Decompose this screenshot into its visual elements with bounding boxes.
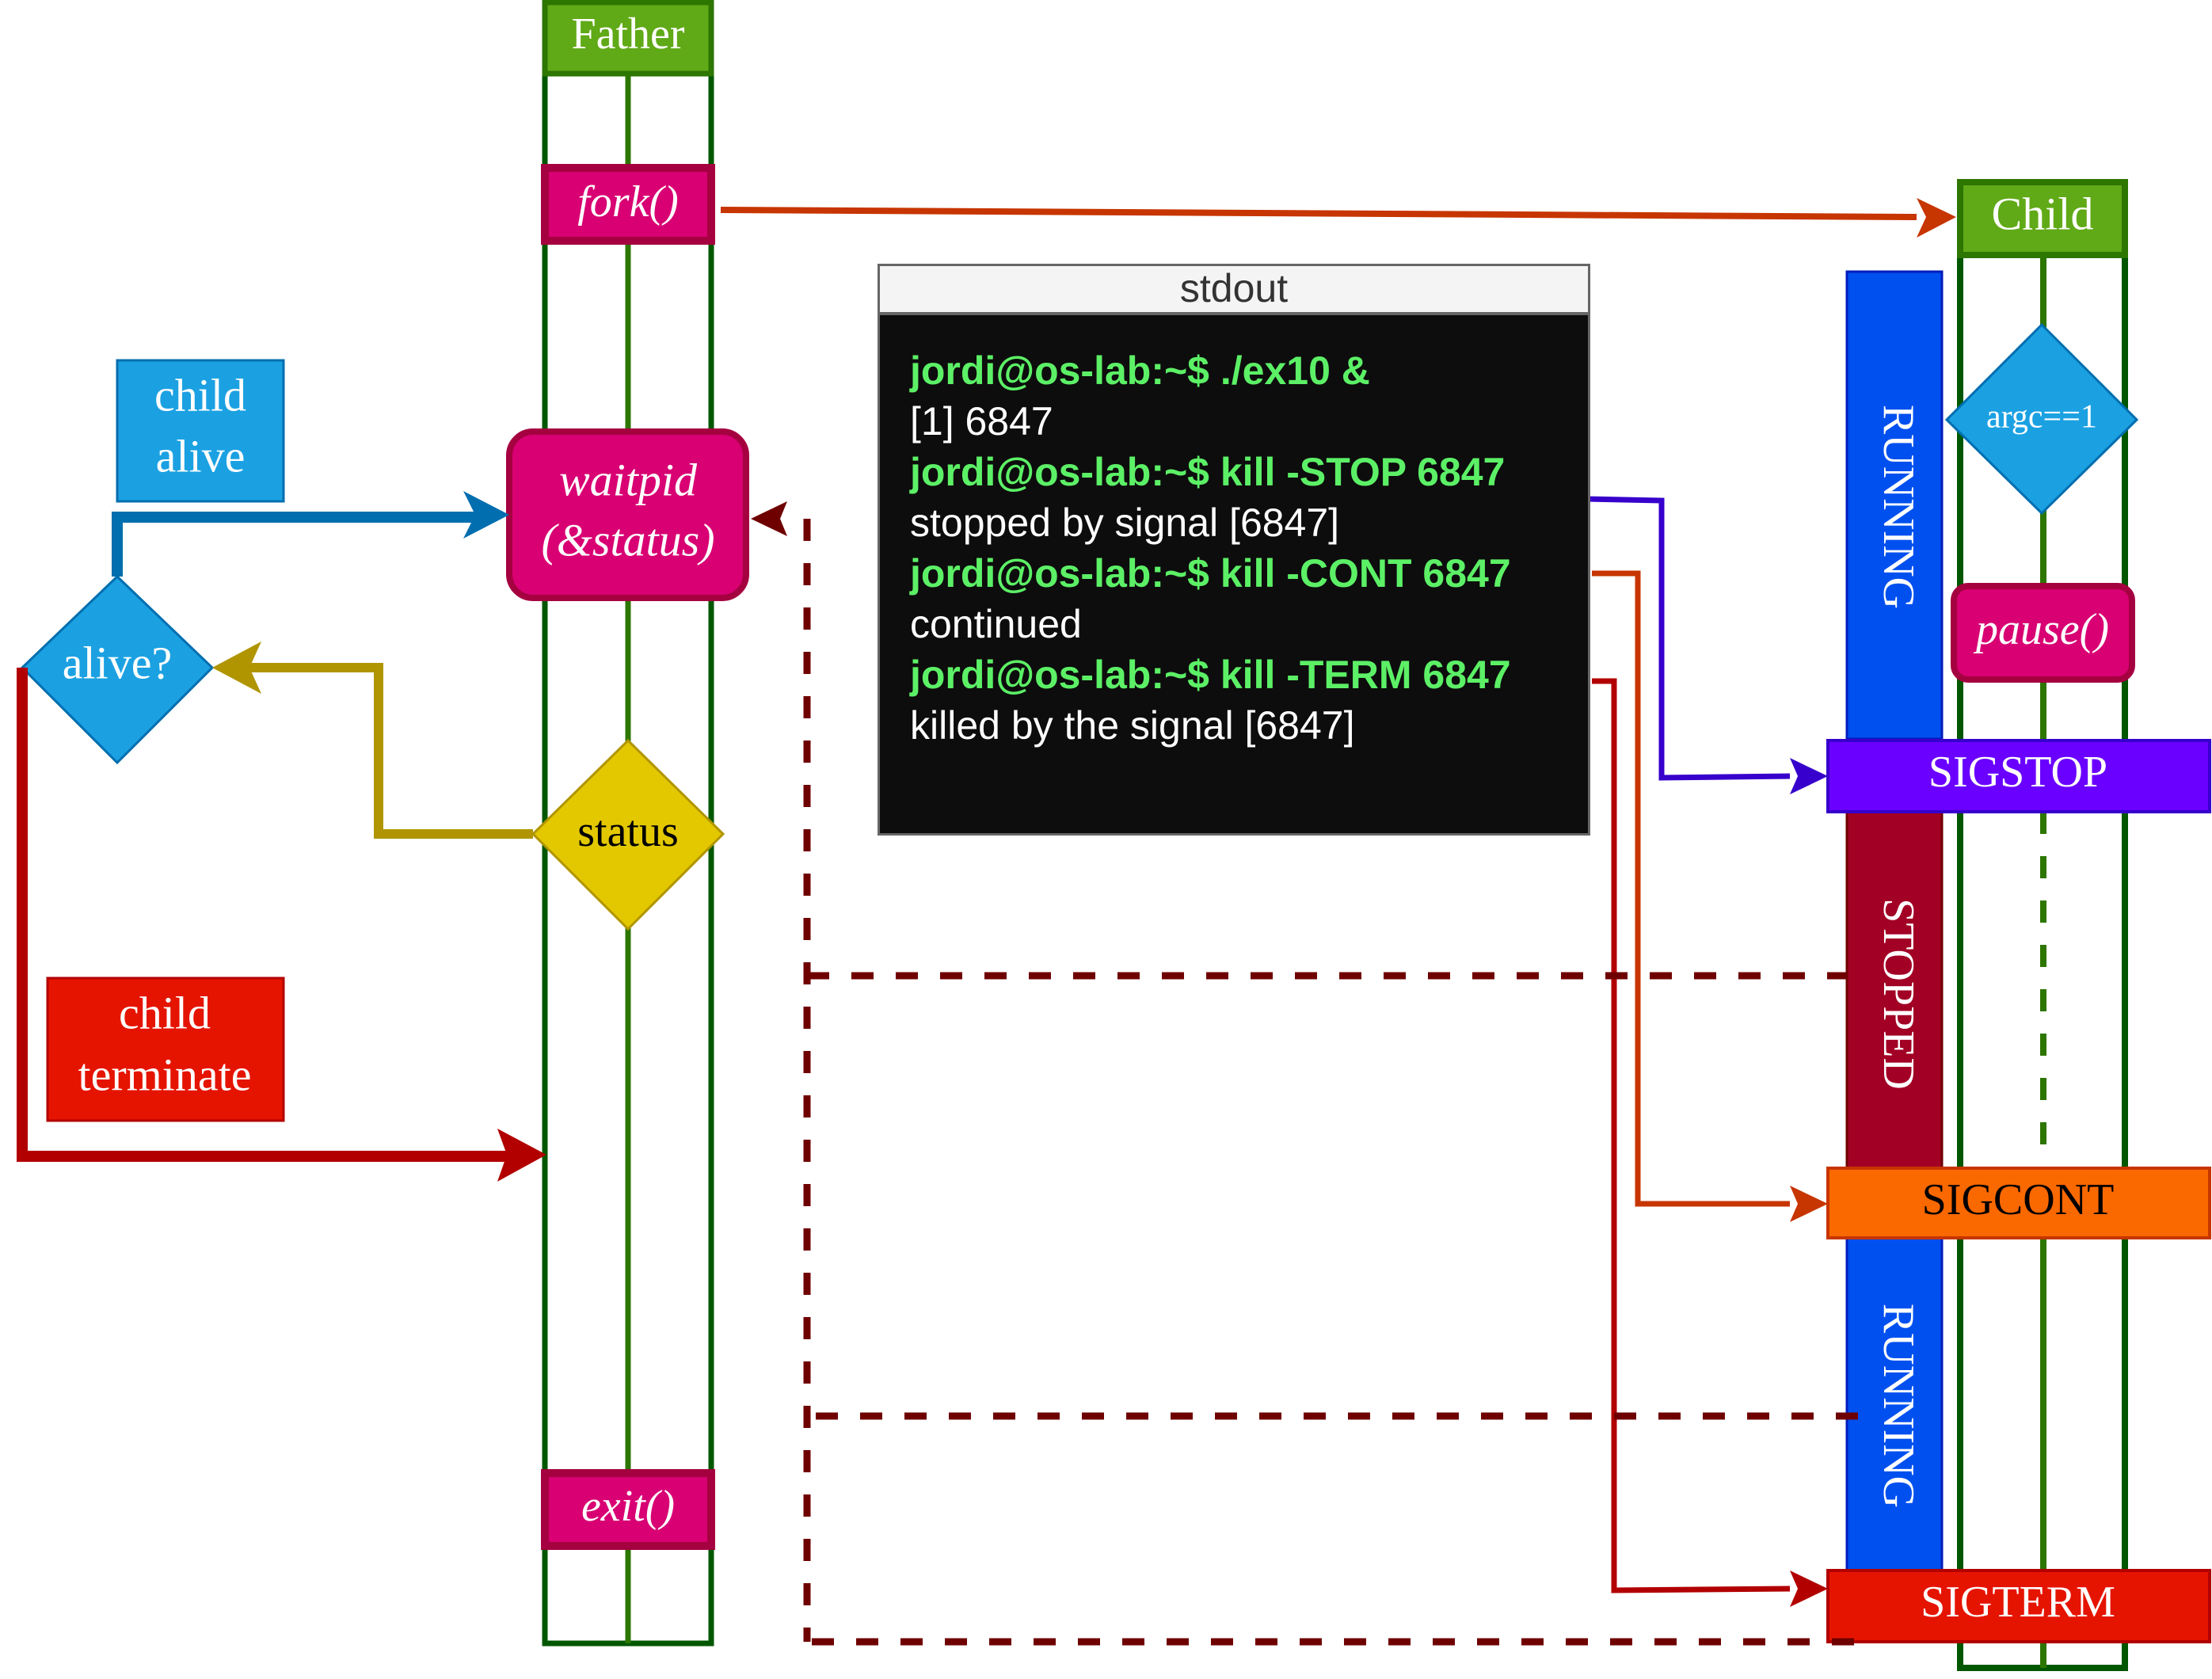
child-title: Child <box>1992 188 2094 239</box>
waitpid-call[interactable]: waitpid (&status) <box>506 428 749 601</box>
pause-call[interactable]: pause() <box>1951 583 2135 683</box>
child-alive-line1: child <box>154 369 246 421</box>
fork-label: fork() <box>577 177 679 227</box>
terminal-command-line: jordi@os-lab:~$ kill -STOP 6847 <box>910 450 1506 494</box>
child-terminate-line1: child <box>119 987 211 1038</box>
alive-decision[interactable]: alive? <box>20 574 215 765</box>
exit-label: exit() <box>581 1482 675 1531</box>
terminal-command-line: jordi@os-lab:~$ ./ex10 & <box>910 348 1370 393</box>
terminal-output-line: stopped by signal [6847] <box>910 501 1340 545</box>
waitpid-label-line1: waitpid <box>559 454 698 505</box>
father-title: Father <box>571 10 684 59</box>
signal-sigcont[interactable]: SIGCONT <box>1826 1167 2211 1239</box>
alive-label: alive? <box>63 637 172 688</box>
stdout-body: jordi@os-lab:~$ ./ex10 & [1] 6847 jordi@os… <box>880 315 1588 751</box>
father-header: Father <box>542 0 714 77</box>
status-decision[interactable]: status <box>531 738 725 931</box>
fork-to-child-arrow <box>720 198 1956 238</box>
terminal-command-line: jordi@os-lab:~$ kill -CONT 6847 <box>910 551 1511 596</box>
stop-command-arrow <box>1586 496 1828 794</box>
fork-call[interactable]: fork() <box>541 164 715 245</box>
terminal-output-line: killed by the signal [6847] <box>910 703 1355 748</box>
state-running-2-label: RUNNING <box>1874 1304 1923 1508</box>
sigcont-label: SIGCONT <box>1922 1175 2115 1224</box>
cont-command-arrow <box>1592 570 1828 1222</box>
status-to-alive-arrow <box>212 642 533 839</box>
status-label: status <box>577 807 679 856</box>
waitpid-label-line2: (&status) <box>541 514 714 565</box>
terminal-output-line: continued <box>910 602 1082 646</box>
alive-to-father-terminate-arrow <box>17 668 546 1182</box>
state-stopped-label: STOPPED <box>1874 898 1923 1090</box>
state-running-1: RUNNING <box>1845 270 1944 741</box>
child-terminate-line2: terminate <box>78 1049 251 1100</box>
state-stopped: STOPPED <box>1845 810 1944 1174</box>
alive-to-waitpid-arrow <box>112 491 509 577</box>
signal-sigstop[interactable]: SIGSTOP <box>1826 739 2211 813</box>
state-change-notification-lines <box>751 501 1861 1646</box>
state-running-2: RUNNING <box>1845 1236 1944 1574</box>
terminal-command-line: jordi@os-lab:~$ kill -TERM 6847 <box>910 653 1511 697</box>
term-command-arrow <box>1592 678 1828 1607</box>
terminal-output-line: [1] 6847 <box>910 399 1053 444</box>
waitpid-return-arrowhead <box>751 501 787 536</box>
argc-label: argc==1 <box>1986 399 2097 436</box>
pause-label: pause() <box>1973 605 2109 654</box>
argc-decision[interactable]: argc==1 <box>1944 322 2139 516</box>
stdout-title: stdout <box>880 266 1588 315</box>
child-alive-note: child alive <box>116 359 285 503</box>
state-running-1-label: RUNNING <box>1874 405 1923 609</box>
sigstop-label: SIGSTOP <box>1928 748 2107 797</box>
signal-sigterm[interactable]: SIGTERM <box>1826 1569 2211 1643</box>
child-terminate-note: child terminate <box>46 977 285 1122</box>
exit-call[interactable]: exit() <box>541 1469 715 1550</box>
sigterm-label: SIGTERM <box>1921 1578 2115 1627</box>
child-alive-line2: alive <box>156 430 246 482</box>
child-header: Child <box>1957 179 2128 258</box>
